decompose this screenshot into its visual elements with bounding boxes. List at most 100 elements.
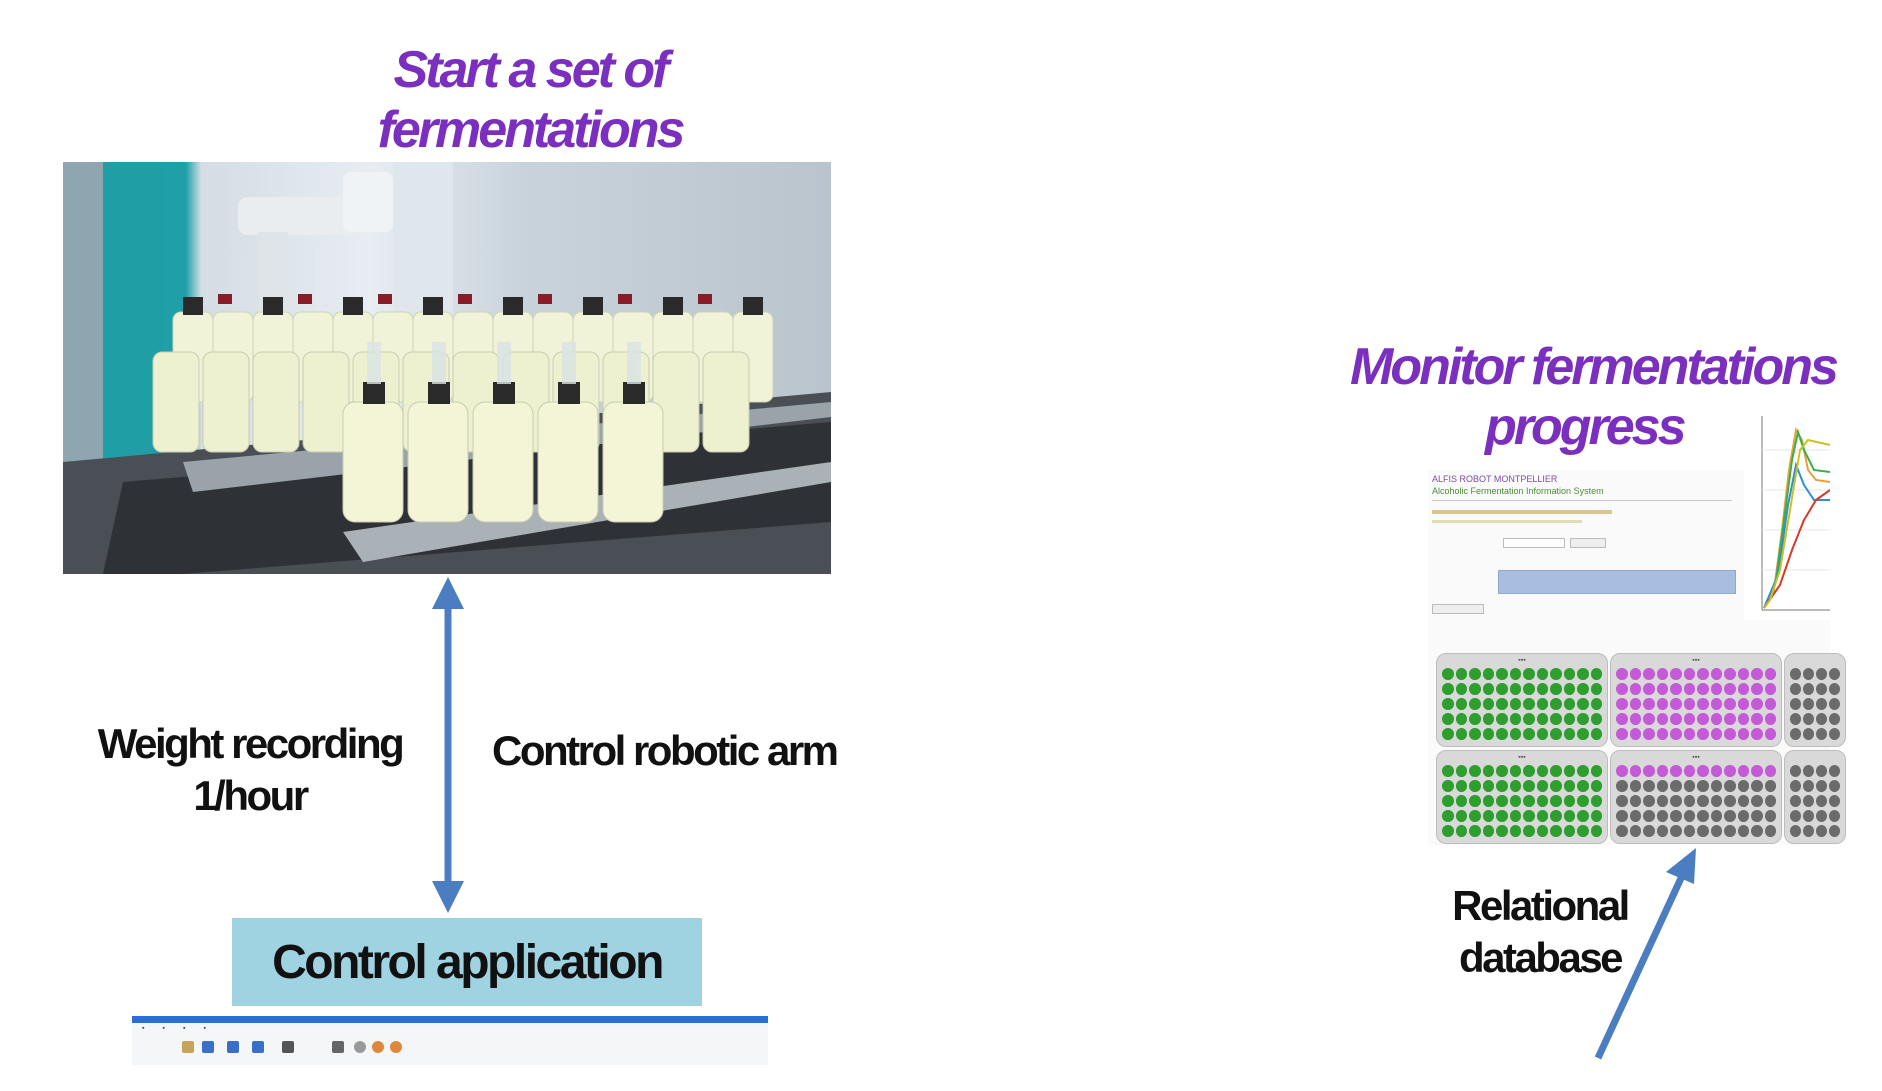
- well-dot: [1469, 780, 1481, 792]
- well-dot: [1751, 698, 1763, 710]
- well-dot: [1442, 780, 1454, 792]
- well-dot: [1829, 668, 1840, 680]
- well-dot: [1482, 668, 1494, 680]
- well-dot: [1710, 683, 1722, 695]
- well-dot: [1737, 683, 1749, 695]
- well-dot: [1616, 825, 1628, 837]
- well-dot: [1496, 795, 1508, 807]
- plate-2: ▪▪▪: [1610, 653, 1782, 747]
- robot-bottles-illustration: [63, 162, 831, 574]
- well-dot: [1536, 668, 1548, 680]
- control-robotic-arm-label: Control robotic arm: [492, 727, 839, 774]
- toolbar-icon: [372, 1041, 384, 1053]
- well-dot: [1590, 668, 1602, 680]
- well-dot: [1710, 668, 1722, 680]
- well-dot: [1550, 668, 1562, 680]
- well-dot: [1790, 713, 1801, 725]
- well-dot: [1683, 683, 1695, 695]
- well-dot: [1482, 765, 1494, 777]
- well-dot: [1577, 780, 1589, 792]
- web-divider: [1432, 500, 1732, 501]
- well-dot: [1683, 713, 1695, 725]
- well-dot: [1469, 795, 1481, 807]
- well-dot: [1803, 728, 1814, 740]
- well-dot: [1550, 683, 1562, 695]
- well-dot: [1509, 668, 1521, 680]
- well-dot: [1616, 780, 1628, 792]
- well-dot: [1563, 668, 1575, 680]
- well-dot: [1536, 713, 1548, 725]
- plate-title: ▪▪▪: [1518, 657, 1526, 664]
- well-dot: [1509, 780, 1521, 792]
- well-dot: [1455, 668, 1467, 680]
- toolbar-icon: [332, 1041, 344, 1053]
- well-dot: [1829, 765, 1840, 777]
- well-dot: [1469, 728, 1481, 740]
- well-dot: [1442, 728, 1454, 740]
- plate-3: [1784, 653, 1846, 747]
- well-dot: [1550, 765, 1562, 777]
- well-dot: [1751, 713, 1763, 725]
- well-dot: [1509, 810, 1521, 822]
- well-dot: [1697, 795, 1709, 807]
- well-dot: [1724, 713, 1736, 725]
- well-dot: [1829, 713, 1840, 725]
- toolbar-icon: [390, 1041, 402, 1053]
- well-dot: [1683, 698, 1695, 710]
- well-dot: [1629, 810, 1641, 822]
- well-dot: [1536, 728, 1548, 740]
- well-dot: [1523, 795, 1535, 807]
- well-dot: [1563, 698, 1575, 710]
- well-dot: [1829, 698, 1840, 710]
- well-dot: [1629, 668, 1641, 680]
- well-dot: [1764, 795, 1776, 807]
- well-dot: [1455, 825, 1467, 837]
- well-dot: [1764, 713, 1776, 725]
- well-dot: [1656, 825, 1668, 837]
- web-header-subtitle: Alcoholic Fermentation Information Syste…: [1432, 486, 1604, 496]
- well-dot: [1710, 698, 1722, 710]
- well-dot: [1764, 698, 1776, 710]
- well-dot: [1816, 795, 1827, 807]
- well-dot: [1469, 683, 1481, 695]
- well-dot: [1656, 698, 1668, 710]
- well-dot: [1482, 713, 1494, 725]
- well-dot: [1577, 668, 1589, 680]
- bidirectional-arrow: [432, 577, 464, 913]
- plate-6: [1784, 750, 1846, 844]
- well-dot: [1523, 683, 1535, 695]
- well-dot: [1455, 780, 1467, 792]
- well-dot: [1829, 810, 1840, 822]
- well-dot: [1563, 780, 1575, 792]
- well-dot: [1509, 683, 1521, 695]
- well-dot: [1803, 780, 1814, 792]
- well-dot: [1751, 795, 1763, 807]
- right-title: Monitor fermentations progress: [1330, 337, 1850, 457]
- control-application-box: Control application: [232, 918, 702, 1006]
- well-dot: [1697, 825, 1709, 837]
- well-dot: [1509, 698, 1521, 710]
- well-dot: [1509, 765, 1521, 777]
- well-dot: [1536, 780, 1548, 792]
- well-dot: [1710, 765, 1722, 777]
- well-dot: [1790, 698, 1801, 710]
- well-dot: [1523, 810, 1535, 822]
- web-button: [1432, 604, 1484, 614]
- well-dot: [1563, 810, 1575, 822]
- well-dot: [1737, 780, 1749, 792]
- toolbar-menu: ▪ ▪ ▪ ▪: [142, 1025, 206, 1032]
- well-dot: [1697, 683, 1709, 695]
- well-dot: [1790, 728, 1801, 740]
- well-dot: [1724, 780, 1736, 792]
- well-dot: [1482, 683, 1494, 695]
- well-dot: [1455, 810, 1467, 822]
- well-dot: [1536, 683, 1548, 695]
- well-dot: [1710, 810, 1722, 822]
- well-dot: [1790, 683, 1801, 695]
- well-dot: [1496, 698, 1508, 710]
- well-dot: [1643, 765, 1655, 777]
- well-dot: [1790, 765, 1801, 777]
- toolbar-icon: [282, 1041, 294, 1053]
- well-dot: [1629, 713, 1641, 725]
- well-dot: [1724, 765, 1736, 777]
